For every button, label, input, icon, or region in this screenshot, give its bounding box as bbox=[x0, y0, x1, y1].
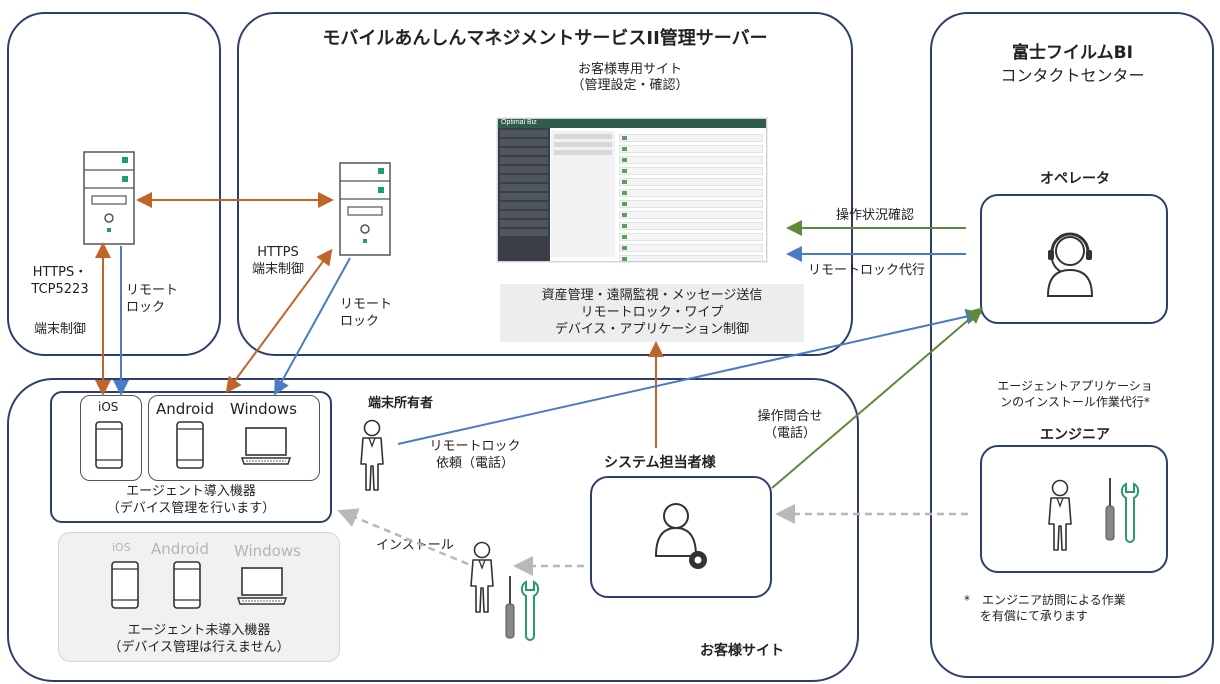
android-windows-box bbox=[148, 395, 320, 481]
agent-devices-caption: エージェント導入機器 （デバイス管理を行います） bbox=[106, 484, 276, 516]
customer-site-panel bbox=[7, 378, 859, 682]
agent-ios-label: iOS bbox=[98, 400, 119, 414]
customer-site-title: お客様サイト bbox=[700, 643, 784, 659]
management-server-panel bbox=[237, 12, 853, 356]
device-control-label: 端末制御 bbox=[34, 322, 87, 337]
no-agent-windows-label: Windows bbox=[234, 542, 301, 560]
customer-site-screenshot: Optimal Biz bbox=[497, 118, 767, 262]
site-logo: Optimal Biz bbox=[501, 119, 537, 126]
op-status-check: 操作状況確認 bbox=[836, 208, 915, 223]
agent-android-label: Android bbox=[156, 400, 214, 418]
mid-remote-lock-label: リモート ロック bbox=[340, 297, 393, 329]
remote-lock-request: リモートロック 依頼（電話） bbox=[429, 439, 521, 471]
fujifilm-subtitle: コンタクトセンター bbox=[1000, 66, 1145, 85]
agent-install-proxy: エージェントアプリケーショ ンのインストール作業代行* bbox=[997, 379, 1153, 409]
op-inquiry: 操作問合せ （電話） bbox=[757, 409, 823, 441]
engineer-box bbox=[980, 445, 1168, 573]
left-remote-lock-label: リモート ロック bbox=[126, 283, 179, 315]
server-title: モバイルあんしんマネジメントサービスII管理サーバー bbox=[322, 28, 768, 49]
ios-box bbox=[80, 395, 142, 481]
features-box bbox=[500, 284, 804, 342]
engineer-label: エンジニア bbox=[1040, 427, 1110, 443]
operator-label: オペレータ bbox=[1040, 171, 1110, 187]
engineer-note: * エンジニア訪問による作業 を有償にて承ります bbox=[964, 593, 1126, 623]
remote-lock-proxy: リモートロック代行 bbox=[808, 263, 926, 278]
agent-devices-box bbox=[50, 391, 332, 523]
https-tcp-label: HTTPS・ TCP5223 bbox=[31, 265, 89, 297]
sys-admin-label: システム担当者様 bbox=[604, 455, 716, 471]
no-agent-android-label: Android bbox=[151, 540, 209, 558]
customer-server-panel bbox=[7, 12, 221, 356]
no-agent-devices-caption: エージェント未導入機器 （デバイス管理は行えません） bbox=[108, 623, 290, 655]
customer-site-label: お客様専用サイト （管理設定・確認） bbox=[571, 62, 689, 93]
fujifilm-panel bbox=[930, 12, 1214, 678]
no-agent-ios-label: iOS bbox=[112, 541, 131, 554]
agent-windows-label: Windows bbox=[230, 400, 297, 418]
device-owner-label: 端末所有者 bbox=[368, 396, 434, 411]
fujifilm-title: 富士フイルムBI bbox=[1012, 43, 1133, 63]
features-text: 資産管理・遠隔監視・メッセージ送信 リモートロック・ワイプ デバイス・アプリケー… bbox=[541, 288, 763, 337]
